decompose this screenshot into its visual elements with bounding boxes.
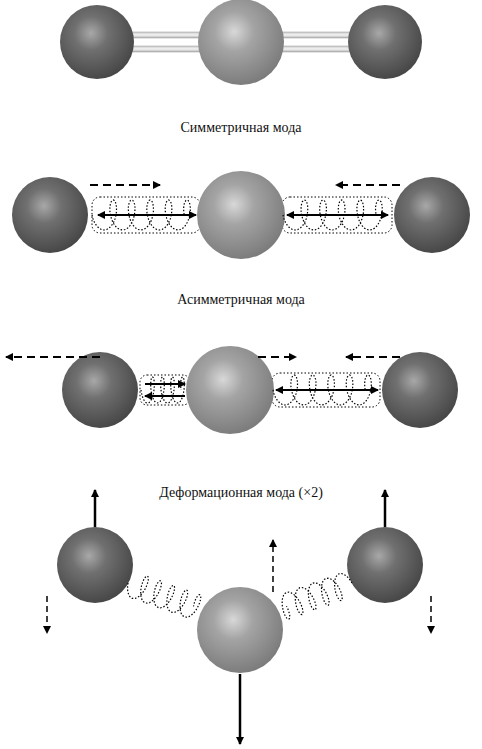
molecule-equilibrium: [60, 0, 422, 85]
spring-coil: [282, 574, 352, 620]
spring-coil: [273, 375, 371, 405]
spring-coil: [128, 576, 201, 617]
mode-label: Деформационная мода (×2): [156, 484, 326, 502]
symmetric-mode-figure: [12, 171, 470, 259]
spring-coil: [283, 200, 382, 230]
bending-mode-figure: [47, 490, 431, 744]
mode-label: Асимметричная мода: [174, 291, 308, 309]
mode-label: Симметричная мода: [177, 119, 304, 137]
spring-coils: [92, 200, 382, 619]
spring-coil: [92, 200, 190, 230]
spring-coil: [141, 377, 184, 403]
asymmetric-mode-figure: [6, 346, 458, 434]
